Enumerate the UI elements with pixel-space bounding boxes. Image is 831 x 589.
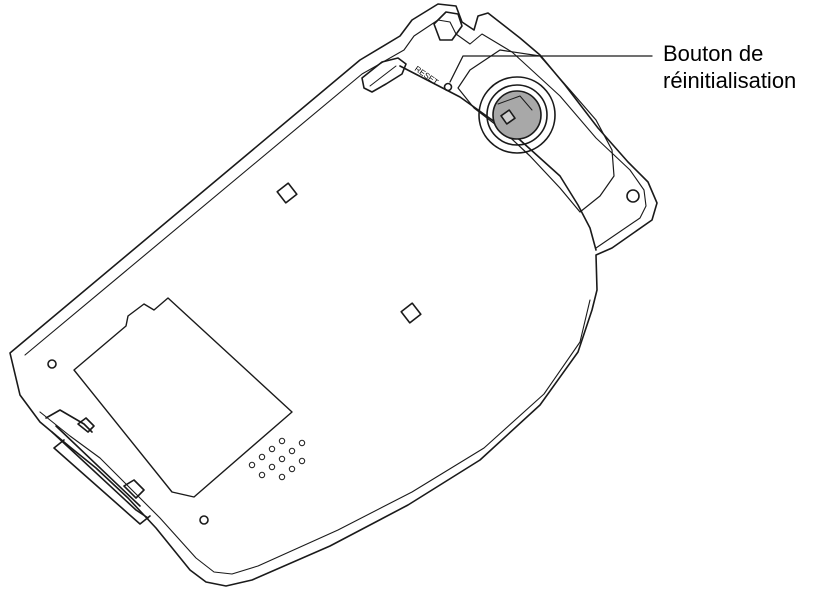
top-notch bbox=[433, 11, 463, 41]
screw-hole bbox=[626, 189, 640, 203]
battery-plate bbox=[73, 297, 293, 498]
callout-label: Bouton de réinitialisation bbox=[663, 40, 796, 94]
callout-label-line2: réinitialisation bbox=[663, 68, 797, 93]
camera-outer-ring bbox=[478, 76, 556, 154]
stylus-slot bbox=[361, 57, 407, 93]
marking-square bbox=[276, 182, 298, 204]
slide-cover-edge bbox=[399, 65, 597, 251]
callout-leader-line bbox=[449, 55, 653, 83]
screw-hole bbox=[47, 359, 57, 369]
marking-square bbox=[400, 302, 422, 324]
callout-label-line1: Bouton de bbox=[663, 41, 764, 66]
camera-lens bbox=[492, 90, 542, 140]
reset-hole bbox=[443, 82, 453, 92]
camera-ring bbox=[486, 84, 548, 146]
device-inner-edge bbox=[24, 19, 647, 356]
bottom-connector bbox=[45, 409, 151, 525]
screw-hole bbox=[199, 515, 209, 525]
device-outline bbox=[9, 3, 658, 587]
camera-center bbox=[500, 109, 516, 125]
speaker-grille bbox=[248, 437, 306, 481]
bottom-rim bbox=[39, 299, 591, 575]
